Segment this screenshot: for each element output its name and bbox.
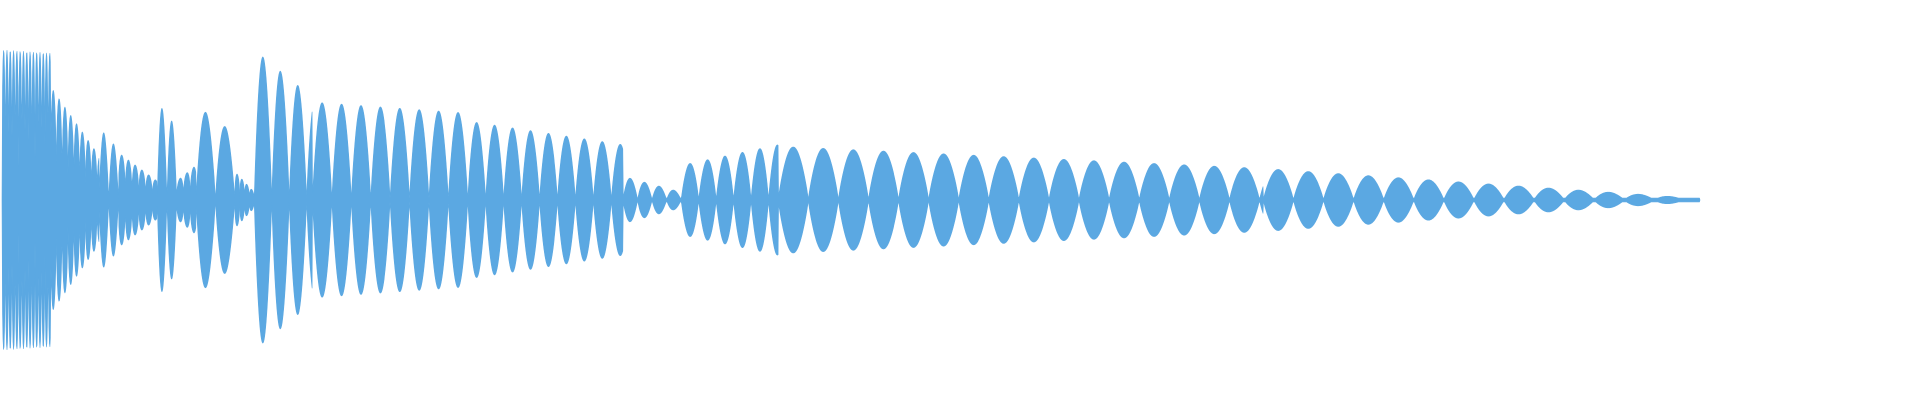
- waveform-path: [1, 50, 1701, 350]
